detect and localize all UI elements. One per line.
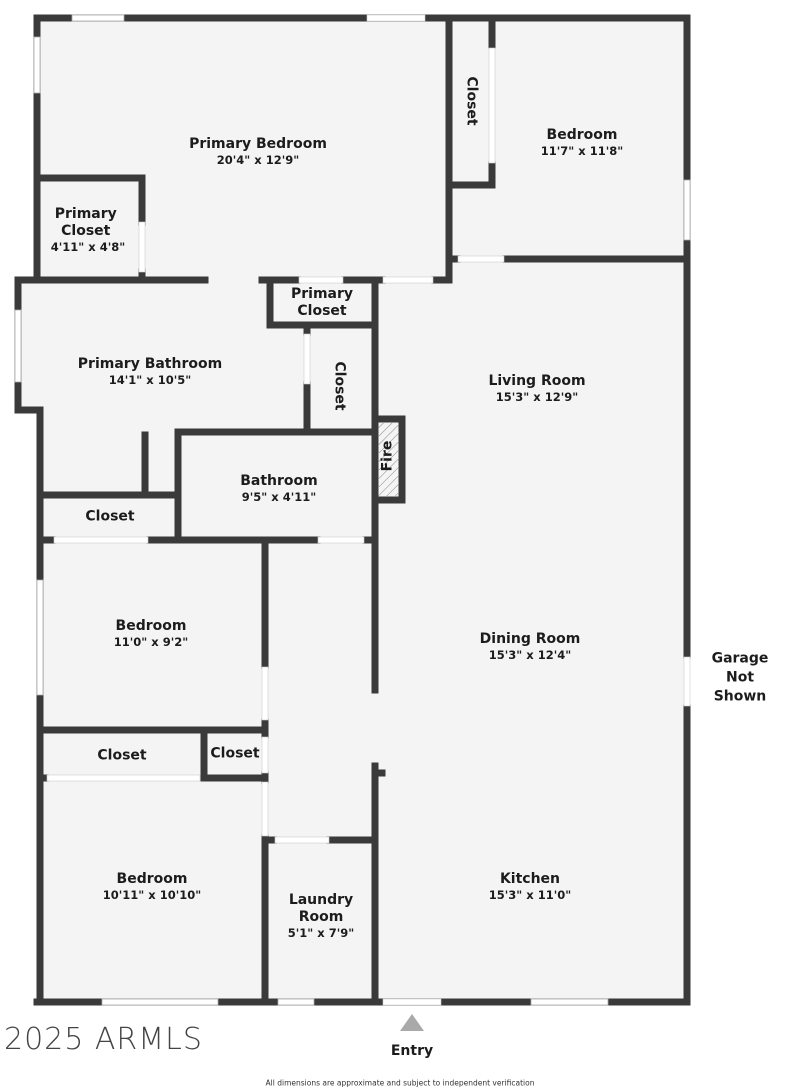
room-closet-hall: Closet (85, 509, 134, 526)
room-living-room: Living Room 15'3" x 12'9" (488, 373, 585, 405)
room-dimensions: 14'1" x 10'5" (108, 373, 192, 387)
room-name: Closet (210, 745, 260, 762)
garage-note-line1: Garage Not (711, 650, 769, 686)
room-dimensions: 15'3" x 12'9" (495, 390, 579, 404)
room-name: Bedroom (115, 618, 187, 635)
room-laundry-room: Laundry Room 5'1" x 7'9" (288, 892, 354, 940)
room-name-line2: Room (298, 908, 344, 925)
room-name: Closet (97, 747, 147, 764)
room-name: Closet (331, 361, 348, 411)
room-closet-vertical: Closet (331, 361, 348, 411)
room-name: Primary Closet (290, 286, 354, 319)
room-name: Bedroom (546, 127, 618, 144)
room-dimensions: 11'0" x 9'2" (113, 635, 189, 649)
room-dimensions: 10'11" x 10'10" (102, 888, 202, 902)
garage-note-line2: Shown (713, 688, 767, 705)
room-kitchen: Kitchen 15'3" x 11'0" (489, 871, 571, 903)
watermark: 2025 ARMLS (4, 1022, 203, 1057)
room-closet-b: Closet (210, 746, 259, 763)
entry-arrow-icon (400, 1014, 424, 1031)
windows (14, 14, 691, 1006)
room-dimensions: 15'3" x 11'0" (488, 888, 572, 902)
room-closet: Closet (463, 76, 480, 126)
room-closet-a: Closet (97, 748, 146, 765)
room-bedroom-2: Bedroom 11'0" x 9'2" (114, 618, 188, 650)
room-name-line1: Laundry (288, 891, 354, 908)
garage-note: Garage Not Shown (710, 650, 770, 707)
room-primary-closet: Primary Closet 4'11" x 4'8" (51, 206, 125, 254)
room-name: Fire (379, 440, 396, 472)
room-dimensions: 15'3" x 12'4" (488, 648, 572, 662)
room-dimensions: 20'4" x 12'9" (216, 153, 300, 167)
room-bathroom: Bathroom 9'5" x 4'11" (240, 473, 318, 505)
room-name: Kitchen (499, 871, 561, 888)
room-primary-bathroom: Primary Bathroom 14'1" x 10'5" (78, 356, 222, 388)
room-name: Primary Bathroom (77, 356, 223, 373)
room-name: Primary Bedroom (189, 136, 327, 153)
room-name: Primary Closet (54, 205, 117, 239)
room-name: Bedroom (116, 871, 188, 888)
room-name: Living Room (488, 373, 586, 390)
room-bedroom: Bedroom 11'7" x 11'8" (541, 127, 623, 159)
room-dimensions: 4'11" x 4'8" (50, 239, 126, 254)
fireplace: Fire (380, 441, 397, 472)
room-bedroom-3: Bedroom 10'11" x 10'10" (103, 871, 201, 903)
room-primary-closet-2: Primary Closet (287, 286, 357, 320)
room-dimensions: 5'1" x 7'9" (287, 925, 355, 940)
fireplace-hatch (378, 423, 399, 496)
room-name: Closet (463, 76, 480, 126)
room-name: Bathroom (240, 473, 318, 490)
room-dimensions: 11'7" x 11'8" (540, 144, 624, 158)
room-primary-bedroom: Primary Bedroom 20'4" x 12'9" (189, 136, 327, 168)
disclaimer: All dimensions are approximate and subje… (265, 1078, 535, 1088)
room-name: Dining Room (479, 631, 581, 648)
room-dimensions: 9'5" x 4'11" (241, 490, 317, 504)
door-openings (46, 14, 691, 1006)
walls (14, 14, 691, 1006)
room-name: Closet (85, 508, 135, 525)
entry-label: Entry (390, 1043, 434, 1059)
room-dining-room: Dining Room 15'3" x 12'4" (480, 631, 581, 663)
